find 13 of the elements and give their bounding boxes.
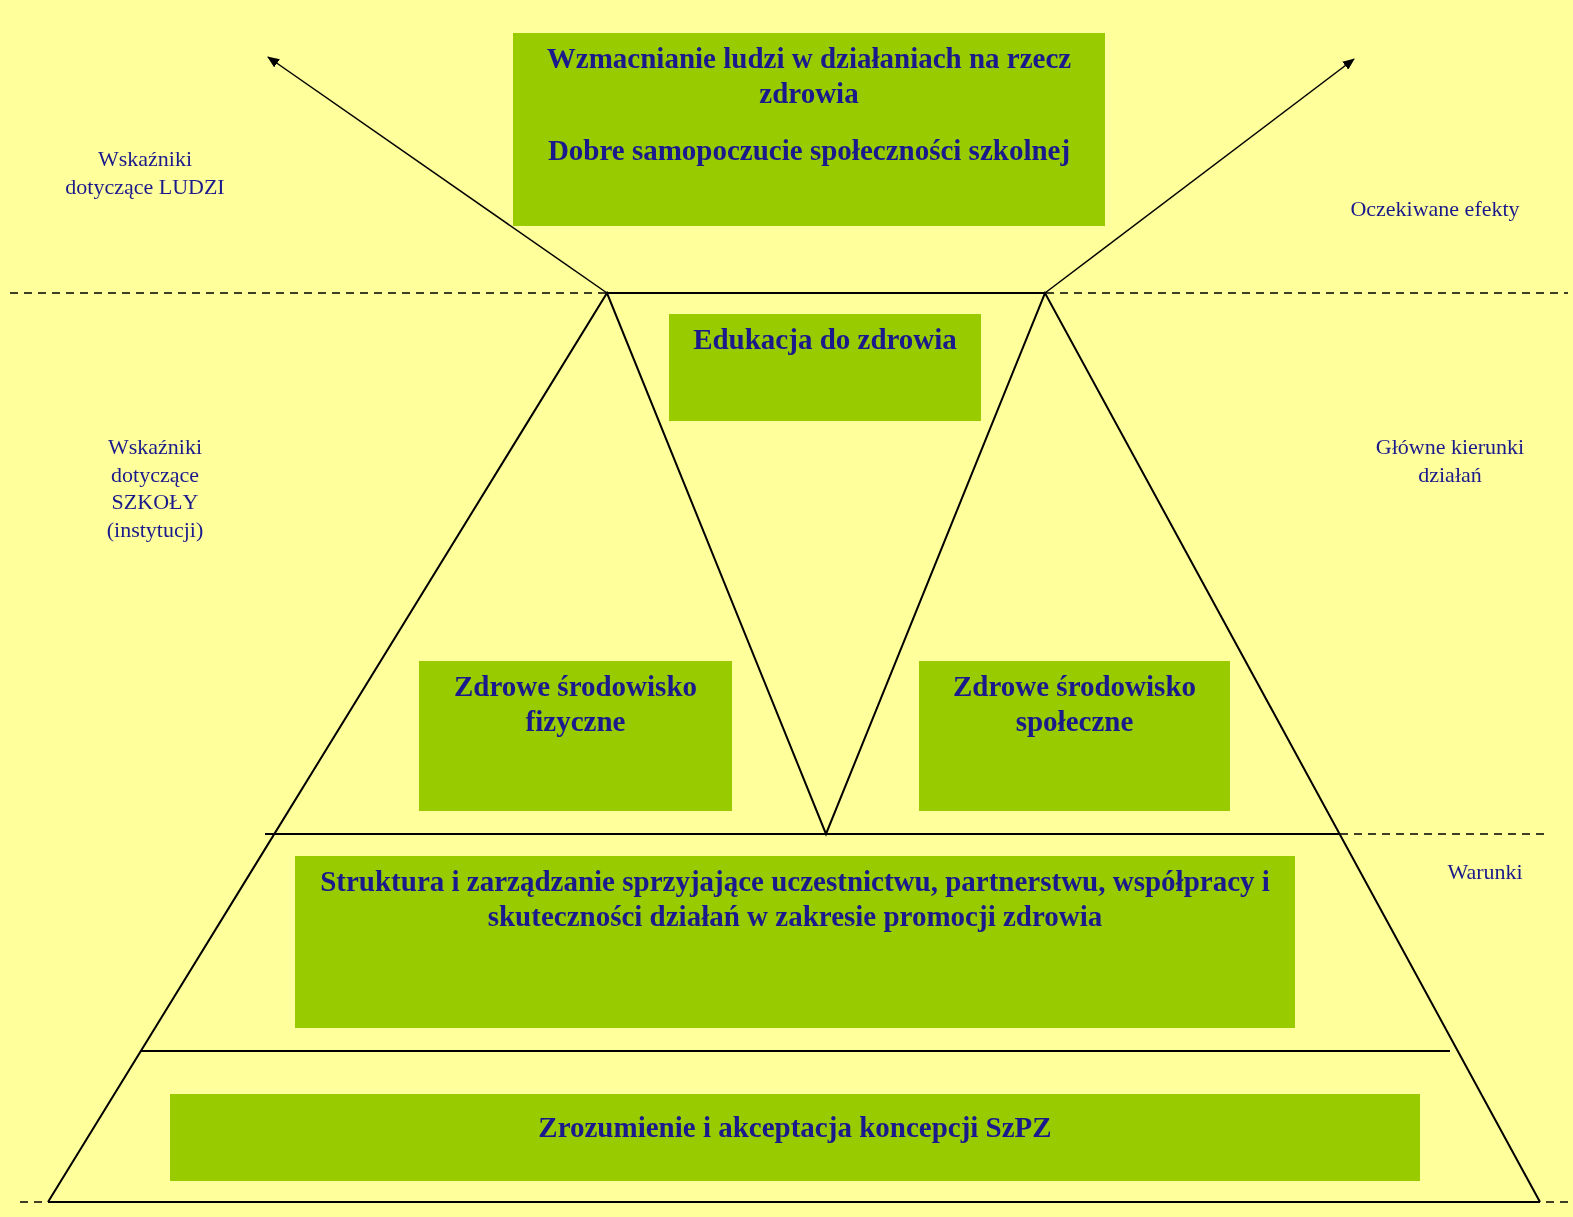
side-label: Warunki bbox=[1446, 858, 1524, 886]
goal-box bbox=[513, 33, 1105, 226]
side-label: Wskaźniki dotyczące LUDZI bbox=[64, 145, 226, 200]
side-label: Wskaźniki dotyczące SZKOŁY (instytucji) bbox=[105, 433, 205, 543]
box-text: Dobre samopoczucie społeczności szkolnej bbox=[546, 132, 1072, 168]
foundation-box: Zrozumienie i akceptacja koncepcji SzPZ bbox=[170, 1094, 1420, 1181]
action-box: Zdrowe środowisko fizyczne bbox=[419, 661, 732, 811]
side-label: Oczekiwane efekty bbox=[1349, 195, 1521, 223]
side-label: Główne kierunki działań bbox=[1374, 433, 1526, 488]
box-text: Wzmacnianie ludzi w działaniach na rzecz zdrowia bbox=[545, 41, 1073, 111]
action-box: Edukacja do zdrowia bbox=[669, 314, 981, 421]
condition-box: Struktura i zarządzanie sprzyjające uczestnictwu, partnerstwu, współpracy i skuteczności działań w zakresie promocji zdrowia bbox=[295, 856, 1295, 1028]
action-box: Zdrowe środowisko społeczne bbox=[919, 661, 1230, 811]
